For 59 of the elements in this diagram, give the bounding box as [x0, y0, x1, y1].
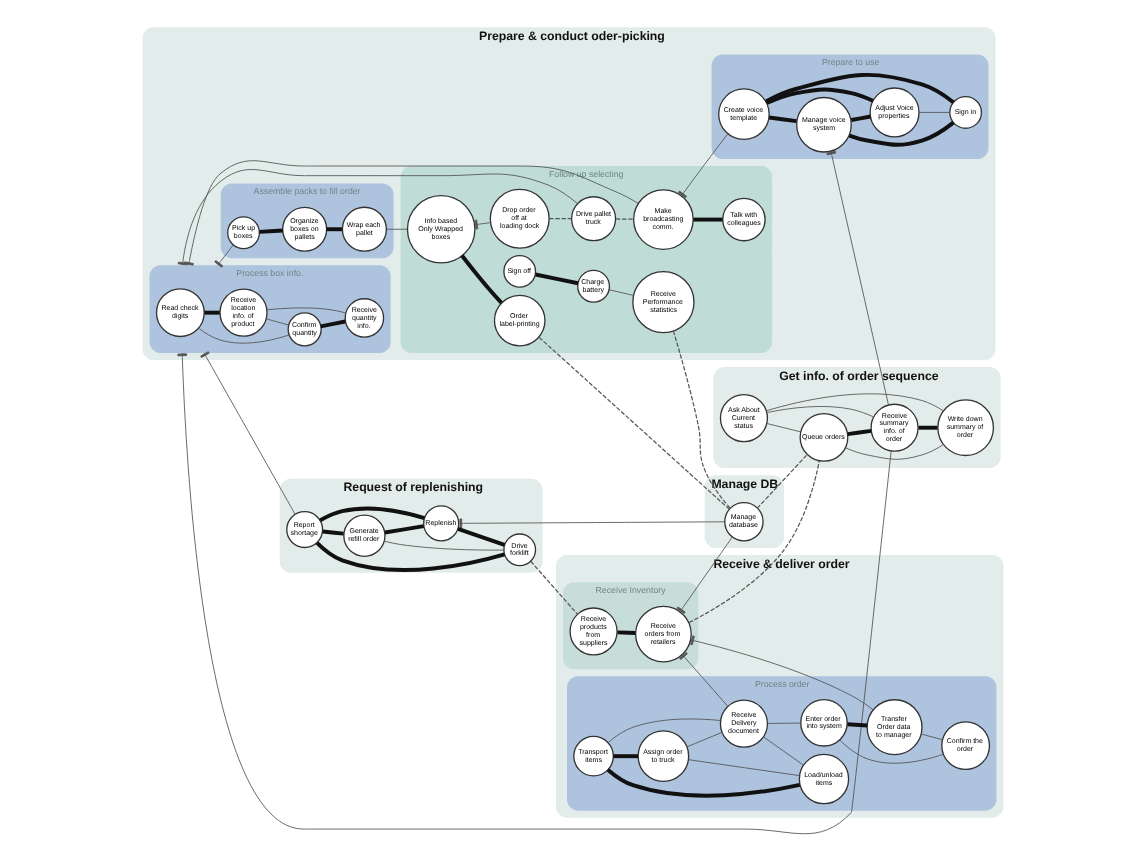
connector [850, 114, 871, 122]
connector [845, 444, 944, 460]
connector [763, 736, 804, 766]
connector [535, 272, 579, 286]
connector [766, 423, 801, 433]
connector [767, 722, 802, 724]
connector [200, 351, 296, 515]
connector [839, 739, 944, 764]
connector [386, 228, 408, 230]
connector [320, 319, 346, 329]
connector [672, 330, 731, 509]
connector [259, 228, 283, 234]
connector [766, 393, 944, 412]
connector [613, 754, 639, 759]
connector [315, 541, 506, 572]
connector [266, 318, 290, 326]
connector [322, 529, 344, 536]
connector [458, 518, 726, 529]
connector [920, 733, 943, 741]
connector [847, 722, 868, 728]
connector [266, 307, 346, 314]
connector [765, 72, 955, 104]
connector [693, 217, 723, 222]
connector [847, 428, 872, 437]
connector [384, 524, 425, 535]
connector [548, 218, 572, 220]
connector [530, 560, 578, 615]
connector [617, 630, 636, 636]
connector [608, 289, 634, 296]
connector [326, 227, 343, 232]
connector [214, 244, 234, 268]
connector [690, 635, 874, 711]
connector [756, 454, 808, 509]
connector [606, 768, 801, 798]
connector [177, 352, 892, 835]
connector [474, 219, 492, 230]
connector [607, 718, 721, 743]
connector [679, 651, 729, 707]
connector [688, 460, 820, 624]
connector [460, 254, 503, 305]
connector [766, 406, 874, 418]
connector [384, 540, 505, 551]
connector [678, 133, 729, 199]
connector [184, 160, 639, 266]
connector [676, 536, 733, 614]
connector [457, 527, 506, 547]
connector [686, 731, 723, 748]
connector [768, 115, 797, 124]
connector [198, 327, 290, 344]
connector [848, 121, 955, 147]
connector [538, 336, 730, 510]
connector [918, 112, 951, 113]
connector [766, 87, 874, 105]
connector [204, 310, 220, 315]
connector [615, 218, 635, 220]
connector [319, 506, 426, 522]
connector [918, 425, 938, 430]
connector [826, 150, 889, 406]
connector [688, 759, 800, 777]
